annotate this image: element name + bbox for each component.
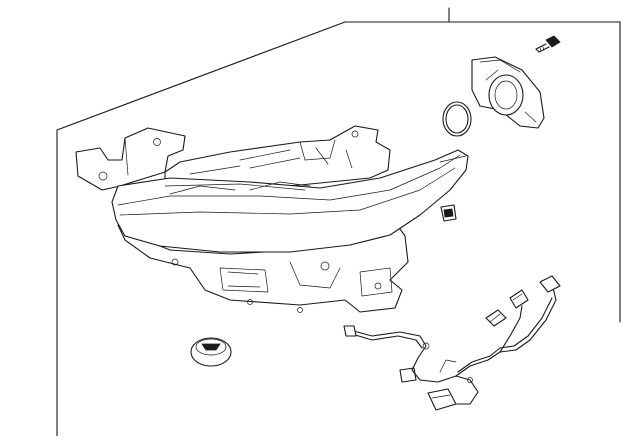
bolt [535, 35, 561, 53]
frame-left-edge [56, 21, 346, 437]
bulb-socket-cover [471, 56, 545, 129]
dust-cap [190, 337, 232, 367]
bulb [485, 289, 529, 327]
bulb-socket [399, 367, 457, 411]
small-clip [440, 204, 457, 222]
wiring-harness [343, 275, 561, 405]
frame-back-edge [344, 21, 621, 323]
headlamp-assembly [75, 125, 469, 313]
o-ring-seal [442, 101, 472, 137]
